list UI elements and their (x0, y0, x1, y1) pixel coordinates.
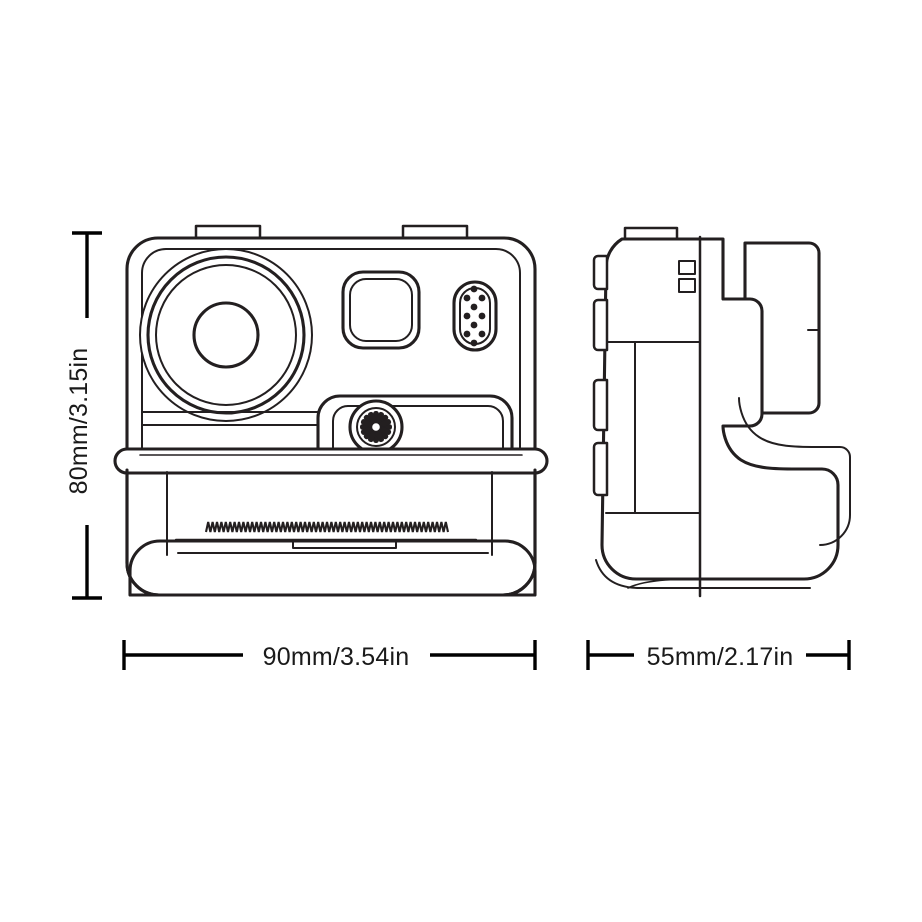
dimension-width-side: 55mm/2.17in (586, 640, 851, 671)
side-button-middle[interactable] (592, 378, 609, 432)
film-cutter-teeth (204, 521, 450, 533)
height-dimension-label: 80mm/3.15in (65, 348, 93, 495)
shutter-button[interactable] (348, 399, 404, 455)
shutter-button-inner-ring[interactable] (356, 407, 396, 447)
lens-barrel-ring-inner (155, 264, 297, 406)
camera-body-bottom-outline (125, 468, 537, 597)
viewfinder-inner (349, 278, 413, 342)
width-front-dimension-label: 90mm/3.54in (263, 643, 410, 671)
front-view (113, 224, 549, 597)
top-nub-right (401, 224, 469, 240)
side-profile-silhouette (600, 237, 840, 581)
side-button-lower[interactable] (592, 441, 609, 497)
speaker-grille (452, 280, 498, 352)
side-bottom-lip-detail (627, 578, 701, 589)
viewfinder-outer (341, 270, 421, 350)
width-side-dimension-label: 55mm/2.17in (647, 643, 794, 671)
side-view (592, 226, 851, 598)
side-top-nub (623, 226, 679, 241)
side-rear-curve-inner (738, 397, 851, 546)
lens-outer-ring (139, 248, 313, 422)
viewfinder-window (341, 270, 421, 350)
dimension-height: 80mm/3.15in (65, 231, 102, 600)
camera-body-inner-outline (165, 248, 521, 464)
side-button-upper-mid[interactable] (592, 298, 609, 352)
side-bottom-lip (595, 559, 811, 589)
lens-assembly (139, 248, 313, 422)
side-button-top[interactable] (592, 254, 609, 291)
dimension-width-front: 90mm/3.54in (122, 640, 537, 671)
control-panel-inner (347, 405, 504, 466)
body-ledge (113, 447, 549, 475)
port-detail-upper (678, 260, 696, 275)
speaker-grille-dots (463, 285, 486, 347)
film-door-panel (128, 539, 537, 597)
top-nub-left (194, 224, 262, 240)
lens-aperture (192, 301, 260, 369)
control-panel-inner-left (332, 405, 349, 466)
camera-body-inner-outline-left (141, 248, 167, 464)
starburst-icon (360, 411, 392, 443)
port-detail-lower (678, 278, 696, 293)
